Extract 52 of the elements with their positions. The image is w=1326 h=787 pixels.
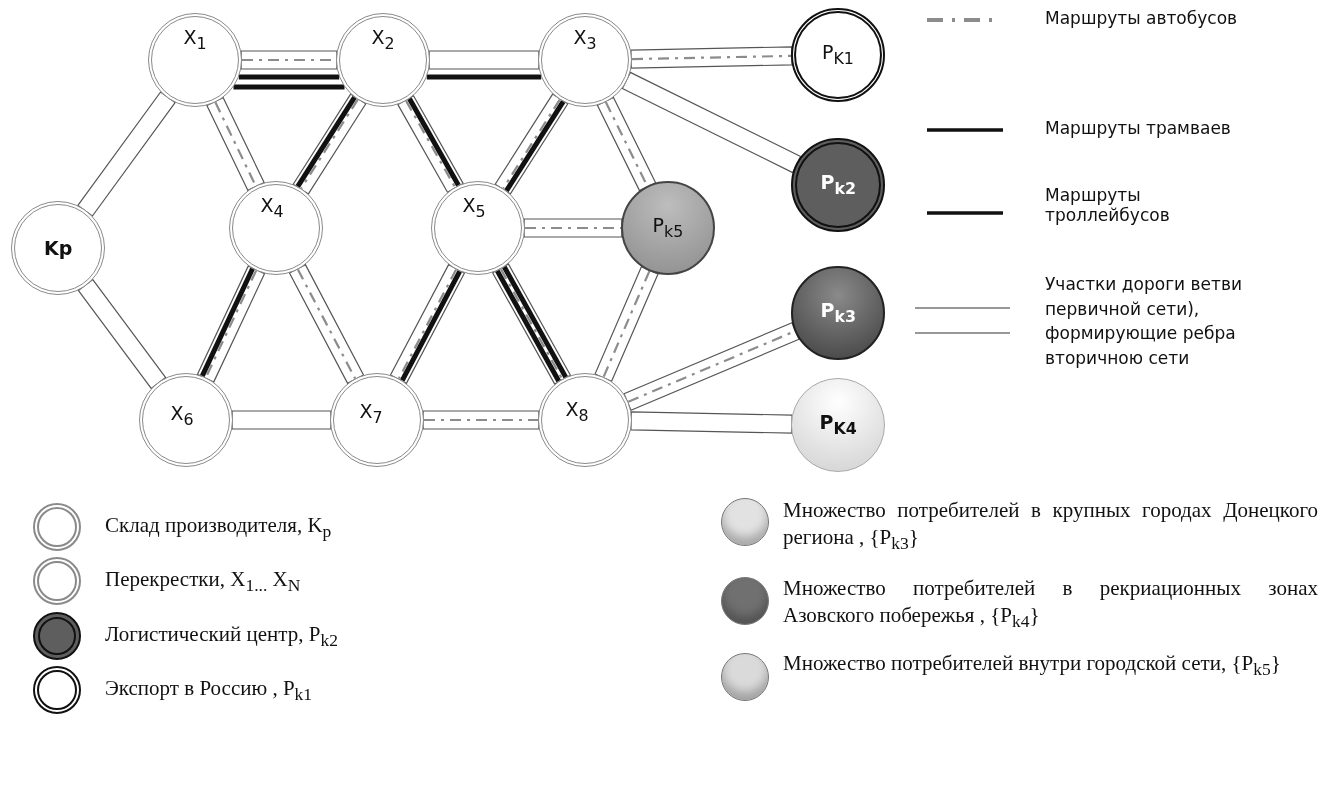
road-double-line [397, 94, 464, 194]
road-double-line [594, 266, 659, 382]
route-line [233, 84, 345, 90]
road-double-line [491, 263, 572, 385]
legend-text: Участки дороги ветви первичной сети), формирующие ребра вторичною сети [1045, 273, 1243, 370]
road-double-line [389, 263, 466, 385]
node-label: X$_{4}$ [260, 196, 284, 220]
road-double-line [630, 46, 793, 69]
legend-text: Логистический центр, P$_{k2}$ [105, 621, 339, 652]
legend-text: Перекрестки, X$_{1...}$ X$_{N}$ [105, 566, 302, 597]
road-double-line [196, 265, 266, 383]
dash-dot-route-line [424, 418, 538, 422]
road-double-line [494, 93, 569, 195]
road-double-line [428, 50, 540, 70]
legend-text: Множество потребителей в крупных городах Донецкого региона , {P$_{k3}$} [783, 497, 1318, 556]
node-label: X$_{2}$ [371, 28, 395, 52]
legend-text: Склад производителя, K$_{p}$ [105, 512, 333, 543]
route-line [426, 74, 542, 80]
road-double-line [77, 278, 167, 390]
node-label: P$_{k3}$ [820, 301, 856, 325]
road-double-line [206, 96, 265, 192]
road-double-line [240, 50, 338, 70]
legend-text: Маршруты троллейбусов [1045, 185, 1171, 225]
node-label: X$_{8}$ [565, 400, 589, 424]
legend-text: Маршруты трамваев [1045, 118, 1232, 138]
legend-text: Множество потребителей в рекриационных зонах Азовского побережья , {P$_{k4}$} [783, 575, 1318, 634]
node-label: X$_{5}$ [462, 196, 486, 220]
legend-text: Маршруты автобусов [1045, 8, 1239, 28]
road-double-line [288, 263, 365, 385]
road-double-line [630, 411, 793, 434]
road-double-line [292, 93, 367, 195]
node-label: P$_{k2}$ [820, 173, 856, 197]
road-double-line [623, 321, 800, 412]
road-double-line [523, 218, 623, 238]
road-double-line [422, 410, 540, 430]
warehouse-circle [11, 201, 105, 295]
road-double-line [77, 91, 176, 217]
node-label: P$_{K1}$ [822, 43, 854, 67]
node-label: P$_{K4}$ [819, 413, 857, 437]
legend-text: Множество потребителей внутри городской сети, {P$_{k5}$} [783, 650, 1282, 681]
route-line [238, 74, 340, 80]
node-label: Kp [44, 238, 73, 258]
legend-text: Экспорт в Россию , P$_{k1}$ [105, 675, 314, 706]
node-label: X$_{7}$ [359, 402, 383, 426]
node-label: X$_{3}$ [573, 28, 597, 52]
node-label: X$_{1}$ [183, 28, 207, 52]
road-double-line [621, 71, 802, 174]
road-double-line [231, 410, 332, 430]
dash-dot-route-line [631, 54, 792, 61]
node-label: X$_{6}$ [170, 404, 194, 428]
node-label: P$_{k5}$ [652, 216, 684, 240]
dash-dot-route-line [296, 269, 357, 379]
